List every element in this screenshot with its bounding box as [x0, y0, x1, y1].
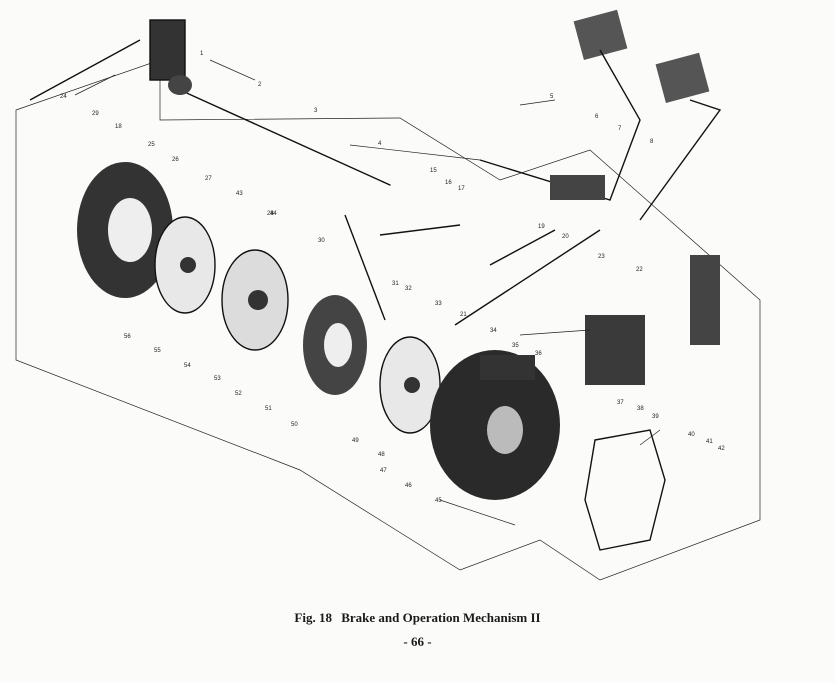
callout-labels: 24 29 18 1 2 3 4 5 6 7 8 25 26 27 28 15 …: [60, 51, 725, 504]
callout: 20: [562, 234, 569, 240]
callout: 17: [458, 186, 465, 192]
callout: 21: [460, 312, 467, 318]
brake-disc-2: [379, 336, 441, 434]
callout: 47: [380, 468, 387, 474]
callout: 2: [258, 82, 262, 88]
callout: 41: [706, 439, 713, 445]
callout: 28: [267, 211, 274, 217]
callout: 34: [490, 328, 497, 334]
callout: 50: [291, 422, 298, 428]
valve-body: [585, 255, 720, 385]
pedal-assembly: [479, 9, 722, 221]
callout: 3: [314, 108, 318, 114]
callout: 40: [688, 432, 695, 438]
callout: 49: [352, 438, 359, 444]
callout: 39: [652, 414, 659, 420]
callout: 53: [214, 376, 221, 382]
callout: 48: [378, 452, 385, 458]
brake-disc: [154, 216, 216, 314]
callout: 26: [172, 157, 179, 163]
exploded-view-diagram: 24 29 18 1 2 3 4 5 6 7 8 25 26 27 28 15 …: [15, 9, 761, 581]
callout: 19: [538, 224, 545, 230]
figure-title: Brake and Operation Mechanism II: [341, 610, 541, 625]
callout: 29: [92, 111, 99, 117]
callout: 25: [148, 142, 155, 148]
callout: 42: [718, 446, 725, 452]
brake-housing: [430, 350, 560, 500]
callout: 6: [595, 114, 599, 120]
callout: 24: [60, 94, 67, 100]
callout: 7: [618, 126, 622, 132]
springs-and-rods: [344, 214, 601, 326]
callout: 45: [435, 498, 442, 504]
callout: 23: [598, 254, 605, 260]
actuating-plate: [221, 249, 289, 351]
callout: 16: [445, 180, 452, 186]
callout: 51: [265, 406, 272, 412]
callout: 44: [270, 211, 277, 217]
callout: 37: [617, 400, 624, 406]
figure-caption: Fig. 18 Brake and Operation Mechanism II: [0, 610, 835, 626]
callout: 5: [550, 94, 554, 100]
callout: 33: [435, 301, 442, 307]
page-number: - 66 -: [403, 634, 432, 649]
figure-number: Fig. 18: [294, 610, 332, 625]
callout: 46: [405, 483, 412, 489]
callout: 8: [650, 139, 654, 145]
callout: 18: [115, 124, 122, 130]
callout: 22: [636, 267, 643, 273]
callout: 38: [637, 406, 644, 412]
callout: 30: [318, 238, 325, 244]
callout: 55: [154, 348, 161, 354]
brake-shaft: [29, 19, 391, 186]
callout: 54: [184, 363, 191, 369]
callout: 27: [205, 176, 212, 182]
callout: 31: [392, 281, 399, 287]
housing-gasket: [584, 429, 666, 551]
callout: 52: [235, 391, 242, 397]
callout: 36: [535, 351, 542, 357]
callout: 32: [405, 286, 412, 292]
callout: 35: [512, 343, 519, 349]
brake-drum-cover: [77, 162, 173, 298]
callout: 4: [378, 141, 382, 147]
callout: 56: [124, 334, 131, 340]
friction-disc: [303, 295, 367, 395]
callout: 1: [200, 51, 204, 57]
callout: 43: [236, 191, 243, 197]
callout: 15: [430, 168, 437, 174]
